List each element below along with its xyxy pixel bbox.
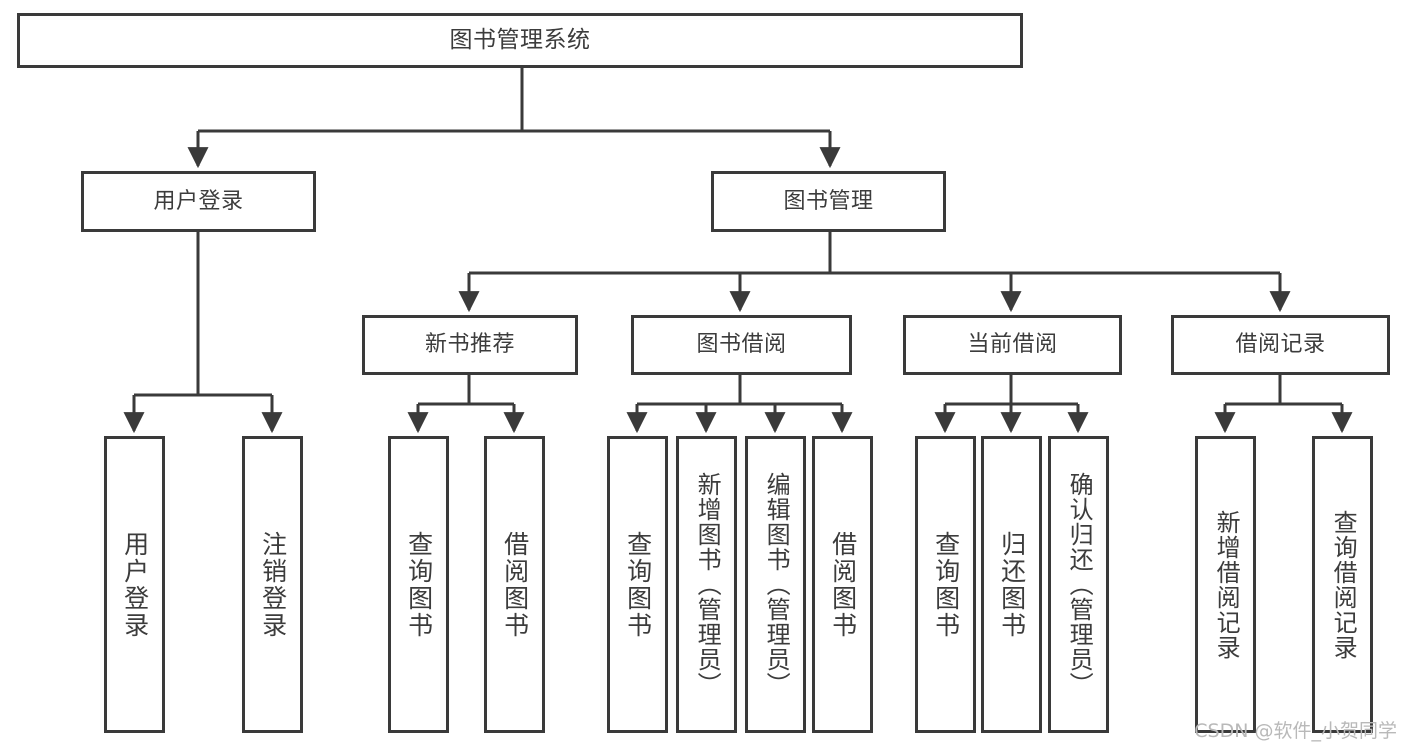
node-label: 编辑图书（管理员） — [762, 472, 791, 697]
node-user-login[interactable]: 用户登录 — [81, 171, 316, 232]
node-label: 新增图书（管理员） — [693, 472, 722, 697]
node-label: 新书推荐 — [424, 332, 515, 358]
node-label: 图书管理 — [783, 188, 874, 214]
leaf-add-borrow-record[interactable]: 新增借阅记录 — [1195, 436, 1256, 733]
node-label: 借阅图书 — [828, 530, 858, 639]
node-label: 归还图书 — [997, 530, 1027, 639]
node-label: 查询图书 — [931, 530, 961, 639]
leaf-user-logout[interactable]: 注销登录 — [242, 436, 303, 733]
node-label: 查询图书 — [623, 530, 653, 639]
node-label: 图书管理系统 — [449, 26, 591, 53]
leaf-user-login[interactable]: 用户登录 — [104, 436, 165, 733]
node-label: 借阅图书 — [500, 530, 530, 639]
node-label: 图书借阅 — [696, 332, 787, 358]
leaf-new-book-borrow[interactable]: 借阅图书 — [484, 436, 545, 733]
csdn-watermark: CSDN @软件_小贺同学 — [1194, 720, 1397, 742]
node-label: 注销登录 — [258, 530, 288, 639]
leaf-return-book[interactable]: 归还图书 — [981, 436, 1042, 733]
node-label: 当前借阅 — [967, 332, 1058, 358]
leaf-borrow-book[interactable]: 借阅图书 — [812, 436, 873, 733]
leaf-add-book-admin[interactable]: 新增图书（管理员） — [676, 436, 737, 733]
leaf-current-search-book[interactable]: 查询图书 — [915, 436, 976, 733]
leaf-query-borrow-record[interactable]: 查询借阅记录 — [1312, 436, 1373, 733]
node-label: 确认归还（管理员） — [1065, 472, 1094, 697]
node-root-library-system[interactable]: 图书管理系统 — [17, 13, 1023, 68]
node-new-book-recommend[interactable]: 新书推荐 — [362, 315, 578, 375]
node-label: 查询借阅记录 — [1329, 509, 1358, 660]
leaf-confirm-return-admin[interactable]: 确认归还（管理员） — [1048, 436, 1109, 733]
node-label: 借阅记录 — [1235, 332, 1326, 358]
node-label: 用户登录 — [120, 530, 150, 639]
leaf-edit-book-admin[interactable]: 编辑图书（管理员） — [745, 436, 806, 733]
node-book-management[interactable]: 图书管理 — [711, 171, 946, 232]
node-borrow-record[interactable]: 借阅记录 — [1171, 315, 1390, 375]
node-label: 查询图书 — [404, 530, 434, 639]
node-label: 用户登录 — [153, 188, 244, 214]
leaf-new-book-search[interactable]: 查询图书 — [388, 436, 449, 733]
node-label: 新增借阅记录 — [1212, 509, 1241, 660]
node-current-borrow[interactable]: 当前借阅 — [903, 315, 1122, 375]
leaf-borrow-search-book[interactable]: 查询图书 — [607, 436, 668, 733]
node-book-borrow[interactable]: 图书借阅 — [631, 315, 852, 375]
